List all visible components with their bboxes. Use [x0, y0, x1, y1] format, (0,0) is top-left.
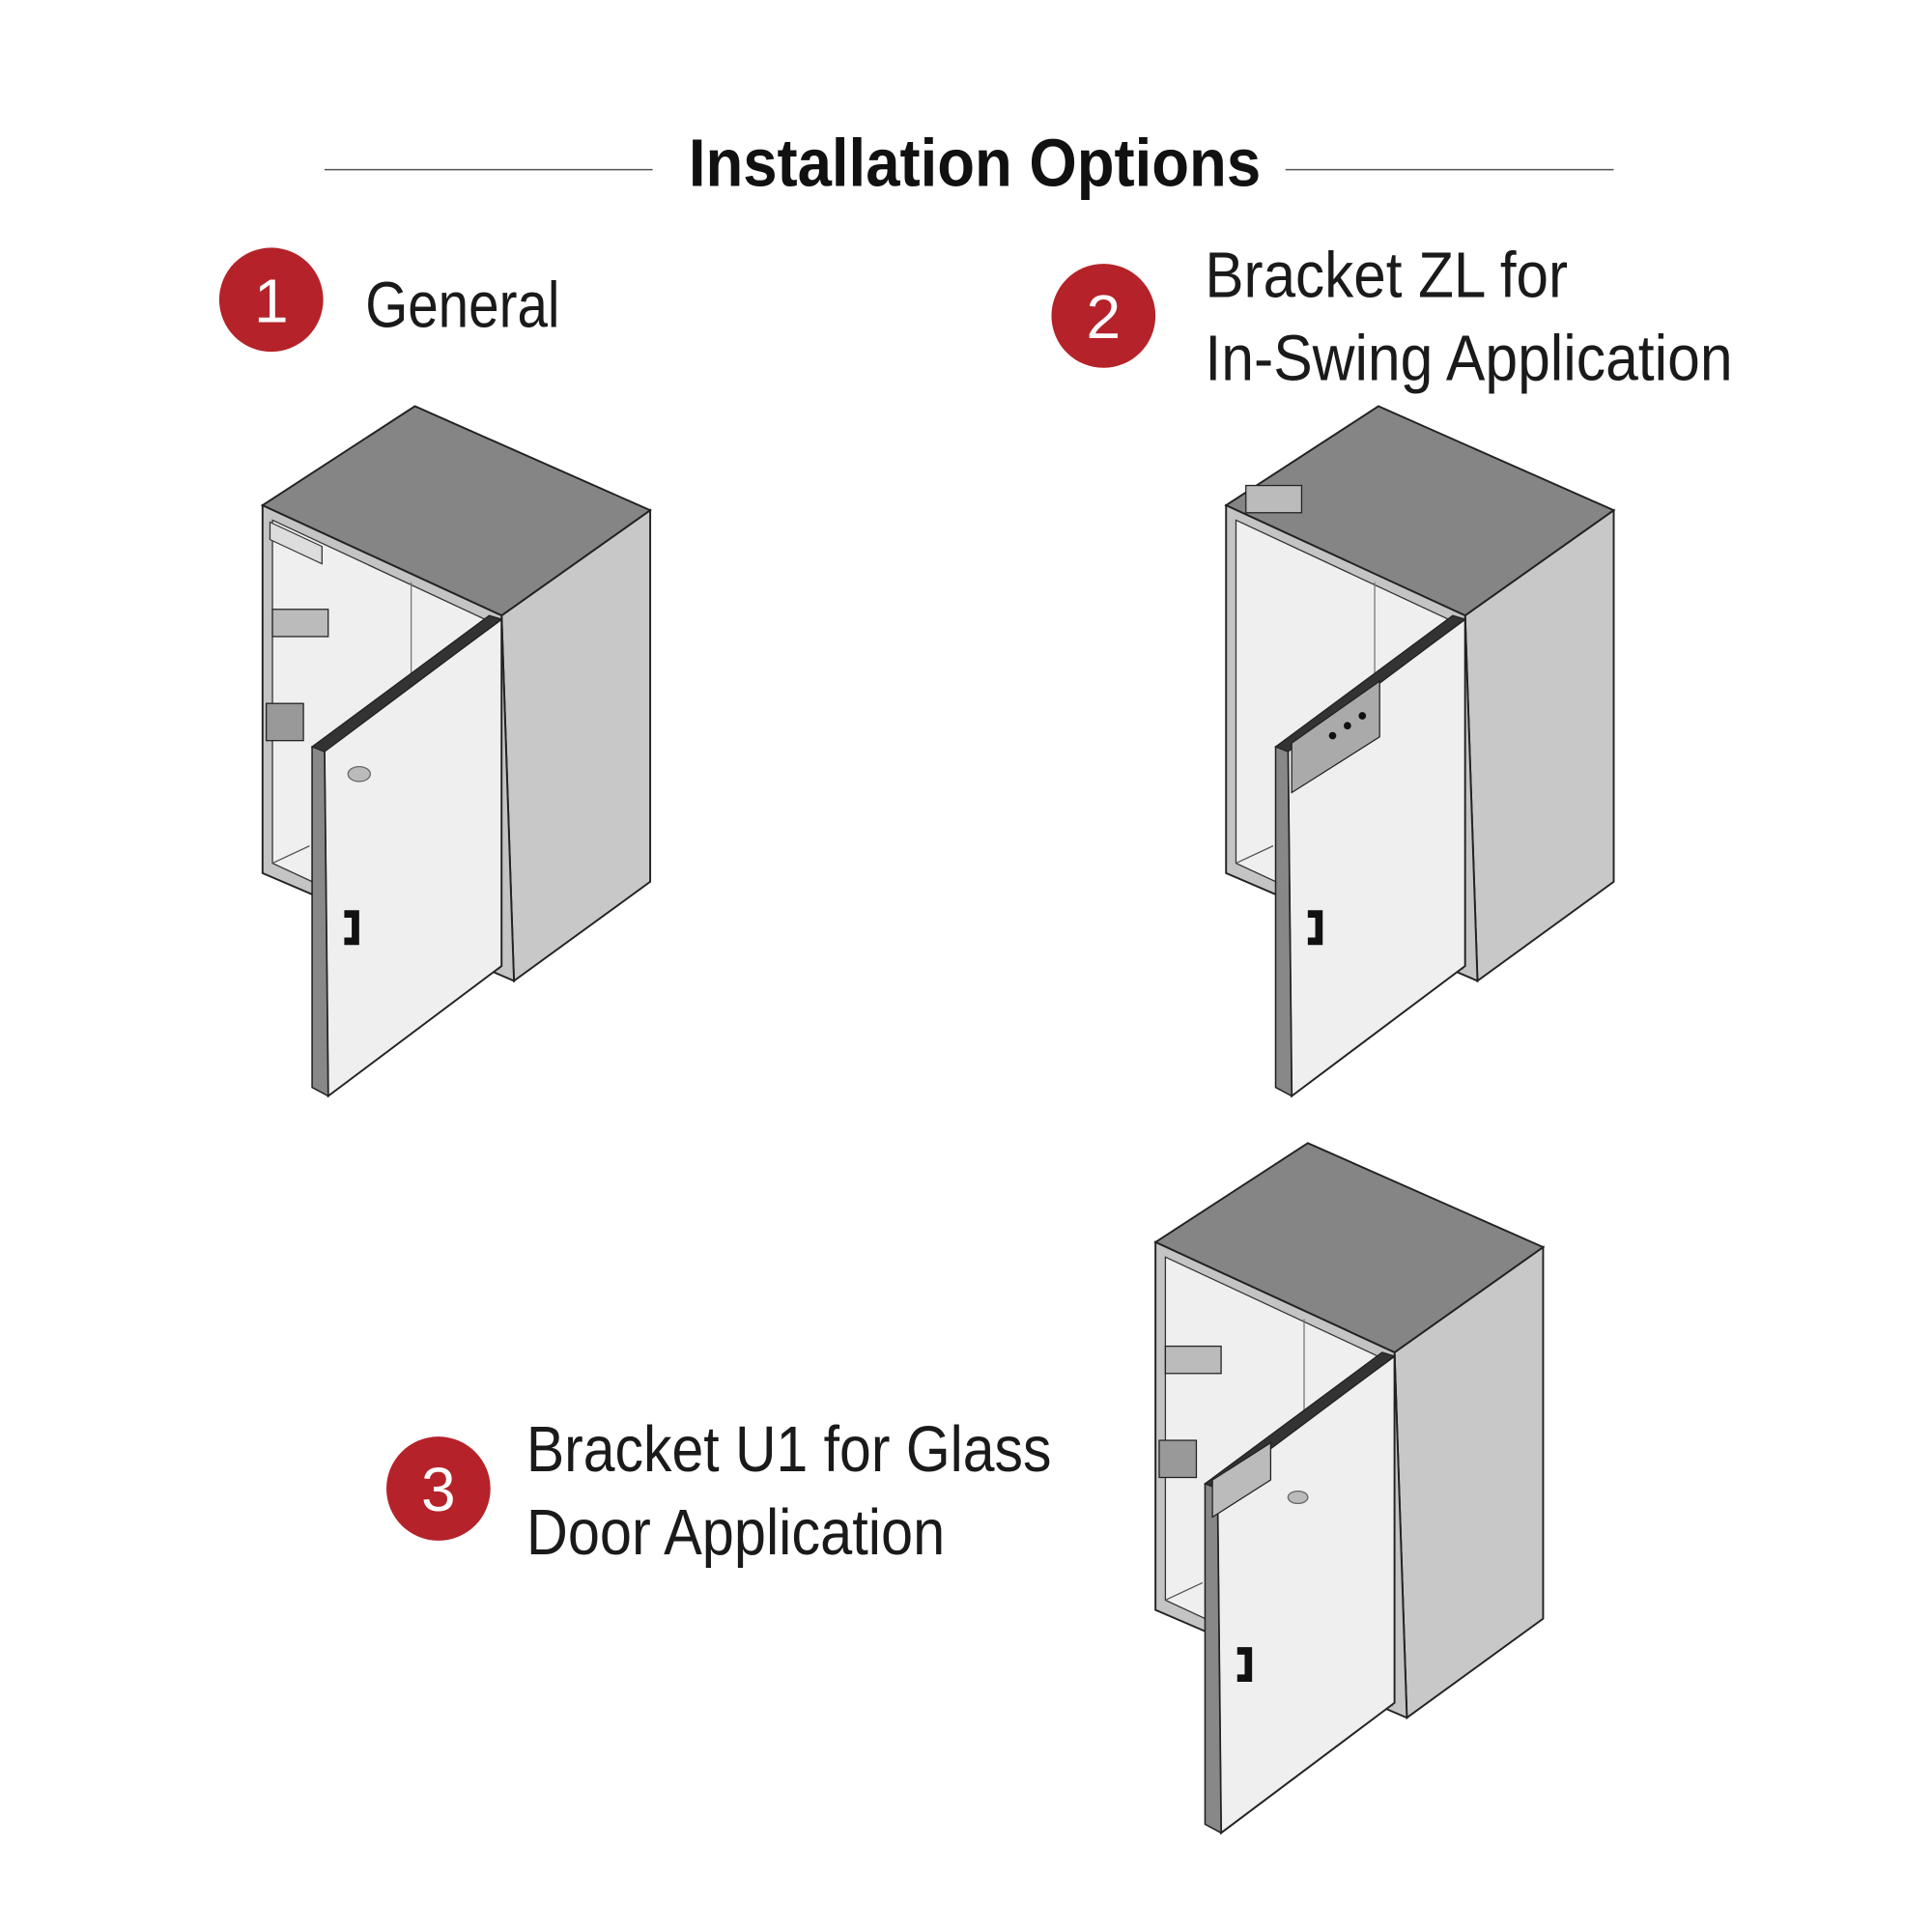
option-label-line-2: Door Application: [526, 1497, 945, 1569]
option-2: 2 Bracket ZL for In-Swing Application: [1051, 241, 1733, 1097]
number-badge-text: 3: [421, 1455, 456, 1524]
maglock-icon: [1245, 484, 1303, 514]
page-title: Installation Options: [689, 125, 1261, 200]
option-label: General: [365, 270, 559, 341]
number-badge: [1051, 264, 1156, 368]
maglock-icon: [1164, 1345, 1222, 1375]
number-badge-text: 1: [254, 266, 289, 335]
option-1: 1 General: [218, 247, 652, 1097]
number-badge: [386, 1436, 491, 1541]
option-3: 3 Bracket U1 for Glass Door Application: [386, 1142, 1545, 1834]
option-label-line-1: Bracket ZL for: [1205, 241, 1568, 312]
option-label-line-1: Bracket U1 for Glass: [526, 1414, 1052, 1486]
number-badge: [218, 247, 324, 353]
number-badge-text: 2: [1086, 282, 1121, 352]
cabinet-u1-bracket-illustration: [1154, 1142, 1545, 1834]
cabinet-zl-bracket-illustration: [1225, 405, 1615, 1097]
maglock-icon: [271, 609, 329, 638]
cabinet-general-illustration: [261, 405, 652, 1097]
option-label-line-2: In-Swing Application: [1205, 324, 1732, 395]
